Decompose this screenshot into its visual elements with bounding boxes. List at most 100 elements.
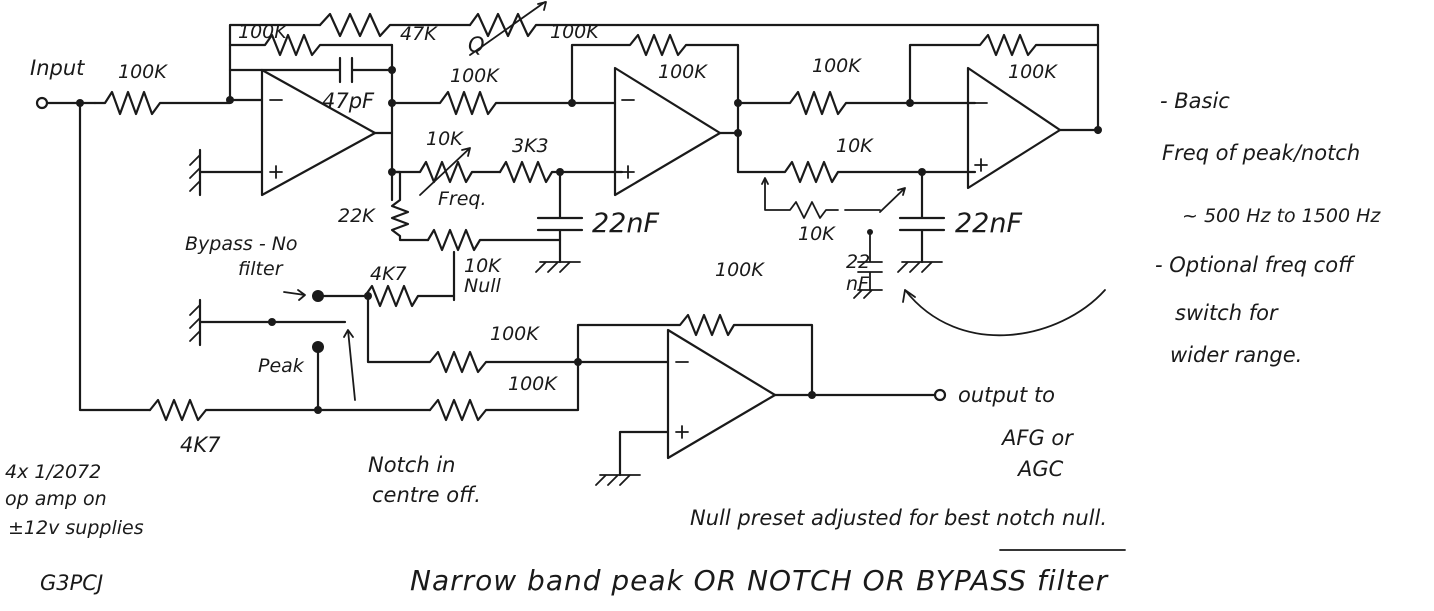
label-r-10k-alt: 10K — [798, 223, 836, 245]
input-bypass-wire — [78, 101, 152, 412]
note-bypass-2: filter — [238, 258, 284, 280]
resistor-47k — [318, 12, 472, 38]
input-terminal — [35, 96, 49, 110]
note-opamp-2: op amp on — [5, 488, 107, 510]
capacitor-c3 — [844, 209, 883, 291]
resistor-mid3 — [736, 90, 977, 116]
pot-freq — [390, 160, 502, 184]
capacitor-c2 — [898, 170, 946, 264]
bypass-arrow — [283, 289, 306, 301]
label-r-top2: 100K — [550, 21, 600, 43]
label-r-fb3: 100K — [1008, 61, 1058, 83]
input-label: Input — [30, 56, 85, 80]
pot-null — [426, 228, 562, 252]
input-resistor — [93, 90, 232, 116]
optional-callout-arrow — [902, 289, 1106, 337]
notch-arrow — [343, 329, 356, 401]
resistor-10k-alt — [764, 179, 839, 219]
note-bypass-1: Bypass - No — [185, 233, 298, 255]
callsign: G3PCJ — [40, 571, 103, 595]
label-r-fb-top: 100K — [238, 21, 288, 43]
label-r-sum2: 100K — [508, 373, 558, 395]
ground-2-hatch — [189, 304, 201, 342]
fb-resistor-100k — [228, 33, 394, 57]
note-peak: Peak — [258, 355, 305, 377]
label-c1: 22nF — [592, 208, 659, 239]
label-q: Q — [468, 33, 485, 57]
junction-b — [388, 66, 396, 74]
opamp-4 — [666, 328, 777, 460]
opamp-1-plus — [269, 165, 283, 179]
note-output-2: AFG or — [1000, 426, 1074, 450]
resistor-10k — [736, 160, 977, 184]
note-notch-2: centre off. — [372, 483, 481, 507]
resistor-fb3 — [908, 33, 1100, 105]
junction-m — [314, 406, 322, 414]
opamp-2 — [613, 66, 722, 197]
resistor-mid1 — [390, 90, 574, 116]
note-null: Null preset adjusted for best notch null… — [690, 506, 1107, 530]
ground-c1 — [535, 261, 581, 273]
ground-c3 — [853, 289, 883, 299]
label-null-b: Null — [464, 275, 502, 297]
note-range: ~ 500 Hz to 1500 Hz — [1182, 205, 1381, 227]
label-3k3: 3K3 — [512, 135, 549, 157]
note-basic-1: - Basic — [1160, 89, 1230, 113]
diagram-title: Narrow band peak OR NOTCH OR BYPASS filt… — [410, 564, 1109, 597]
ground-1-hatch — [189, 154, 201, 192]
label-r-sum-fb: 100K — [715, 259, 765, 281]
resistor-3k3 — [498, 160, 624, 184]
label-freq: Freq. — [438, 188, 487, 210]
pot-freq-arrow — [419, 147, 471, 196]
note-notch-1: Notch in — [368, 453, 455, 477]
switch-bypass-contact — [312, 290, 324, 302]
label-22k: 22K — [338, 205, 376, 227]
label-r-mid3: 100K — [812, 55, 862, 77]
label-4k7-b: 4K7 — [180, 433, 221, 457]
note-optional-1: - Optional freq coff — [1155, 253, 1356, 277]
label-47pf: 47pF — [322, 89, 375, 113]
note-opamp-3: ±12v supplies — [8, 517, 144, 539]
note-optional-3: wider range. — [1170, 343, 1302, 367]
note-output-1: output to — [958, 383, 1055, 407]
label-r-in: 100K — [118, 61, 168, 83]
resistor-4k7-b — [148, 398, 432, 422]
opamp-3 — [966, 66, 1062, 190]
resistor-22k — [390, 170, 430, 242]
capacitor-c1 — [536, 170, 584, 264]
resistor-sum2 — [428, 360, 580, 422]
output-terminal — [933, 388, 947, 402]
label-pot-freq: 10K — [426, 128, 464, 150]
opamp-2-plus — [621, 165, 635, 179]
opamp-1 — [260, 68, 377, 197]
junction-o — [808, 391, 816, 399]
ground-c2 — [897, 261, 943, 273]
fb-left-wire — [228, 23, 322, 102]
ground-4 — [595, 474, 641, 486]
switch-arrow-b — [879, 187, 906, 213]
note-basic-2: Freq of peak/notch — [1162, 141, 1360, 165]
switch-pole — [268, 318, 276, 326]
switch-arrow-a — [761, 177, 769, 185]
label-c2: 22nF — [955, 208, 1022, 239]
label-r-mid2: 100K — [658, 61, 708, 83]
pot-q — [468, 12, 1100, 38]
label-c3-a: 22 — [846, 251, 870, 273]
label-null-a: 10K — [464, 255, 502, 277]
resistor-sum-fb — [576, 313, 814, 397]
resistor-4k7-a — [322, 284, 456, 308]
capacitor-47pf — [228, 56, 394, 84]
note-optional-2: switch for — [1175, 301, 1279, 325]
opamp-4-in-pos — [618, 430, 670, 477]
opamp-3-plus — [974, 158, 988, 172]
label-47k: 47K — [400, 23, 438, 45]
note-opamp-1: 4x 1/2072 — [5, 461, 101, 483]
junction-k — [1094, 126, 1102, 134]
note-output-3: AGC — [1016, 457, 1064, 481]
label-r-sum1: 100K — [490, 323, 540, 345]
label-4k7-a: 4K7 — [370, 263, 407, 285]
label-r-10k-sw: 10K — [836, 135, 874, 157]
resistor-sum1 — [366, 294, 580, 374]
